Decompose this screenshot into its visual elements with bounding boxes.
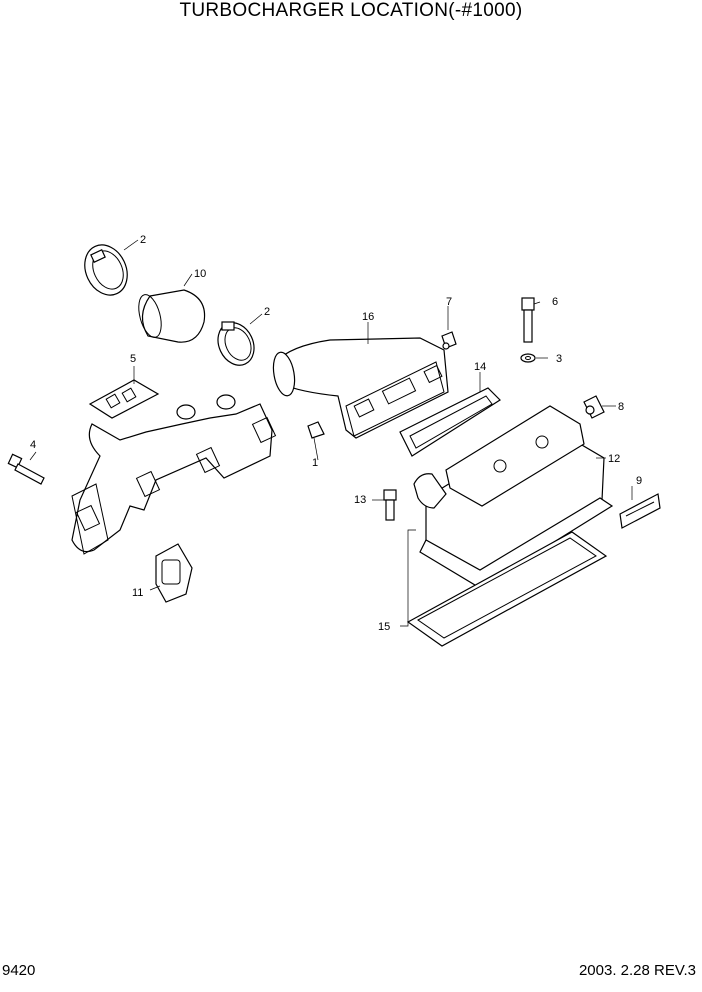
callout-3: 3 (556, 353, 562, 365)
page-code: 9420 (2, 962, 36, 979)
callout-2-upper: 2 (140, 234, 146, 246)
flange-gasket[interactable] (155, 543, 193, 603)
intake-elbow[interactable] (270, 337, 449, 439)
callout-9: 9 (636, 475, 642, 487)
page-title: TURBOCHARGER LOCATION(-#1000) (179, 0, 523, 21)
manifold-stud[interactable] (7, 453, 45, 485)
breather[interactable] (583, 395, 605, 419)
revision-date: 2003. 2.28 REV.3 (578, 962, 696, 979)
callout-1: 1 (312, 457, 318, 469)
callout-6: 6 (552, 296, 558, 308)
callout-7: 7 (446, 296, 452, 308)
callout-15: 15 (378, 621, 390, 633)
callout-2-lower: 2 (264, 306, 270, 318)
intake-hose[interactable] (135, 289, 206, 343)
callout-10: 10 (194, 268, 206, 280)
cover-plate[interactable] (88, 379, 160, 419)
callout-16: 16 (362, 311, 374, 323)
bolt-short[interactable] (383, 489, 397, 521)
callout-14: 14 (474, 361, 486, 373)
label-plate[interactable] (619, 493, 661, 529)
callout-5: 5 (130, 353, 136, 365)
washer[interactable] (520, 353, 536, 363)
callout-13: 13 (354, 494, 366, 506)
gasket-intake[interactable] (399, 387, 501, 457)
hose-clamp-lower[interactable] (211, 317, 260, 371)
callout-11: 11 (132, 587, 143, 599)
callout-12: 12 (608, 453, 620, 465)
exhaust-manifold[interactable] (71, 394, 277, 555)
aftercooler[interactable] (413, 405, 614, 589)
callout-4: 4 (30, 439, 36, 451)
fitting[interactable] (441, 331, 457, 350)
base-gasket[interactable] (406, 531, 608, 647)
leader-lines (29, 239, 633, 627)
callout-8: 8 (618, 401, 624, 413)
hose-clamp-upper[interactable] (77, 238, 135, 302)
plug[interactable] (307, 421, 325, 439)
bolt-long[interactable] (521, 297, 535, 343)
